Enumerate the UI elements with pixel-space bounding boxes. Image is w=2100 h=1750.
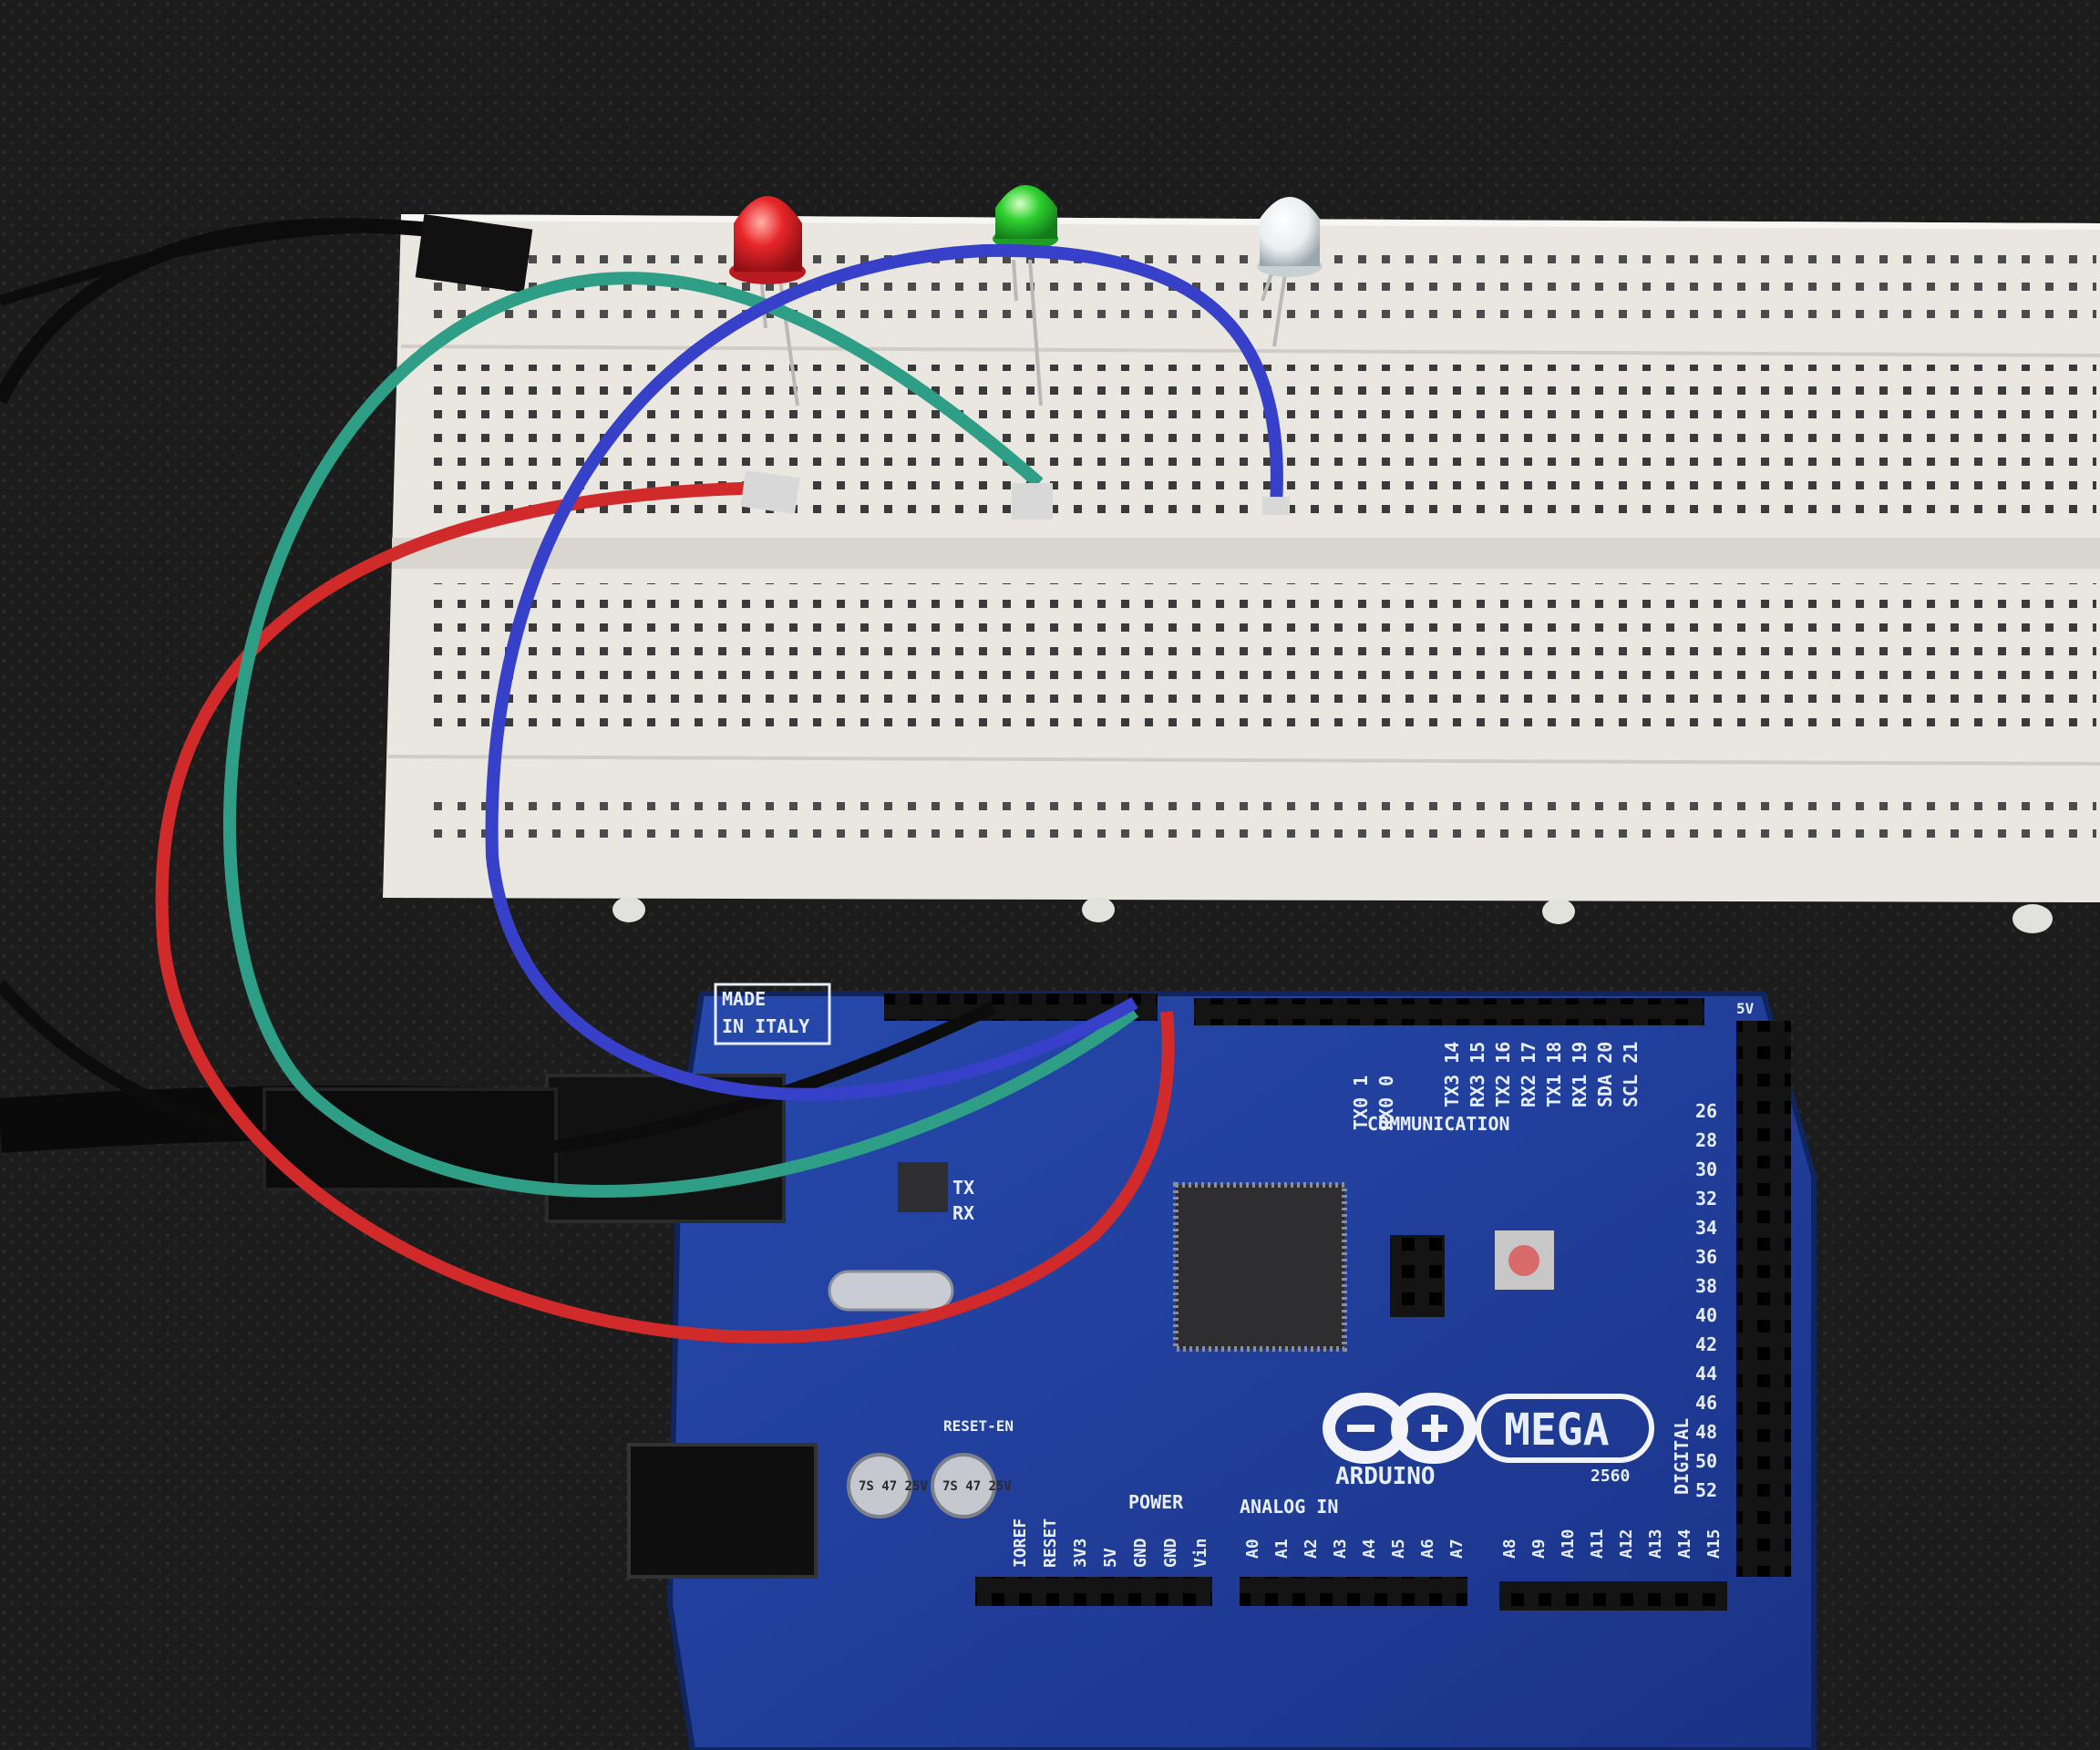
pin-a2: A2: [1302, 1539, 1321, 1559]
usb-interface-chip: [898, 1162, 948, 1212]
pin-a8: A8: [1500, 1539, 1519, 1559]
header-digital-right: [1736, 1021, 1791, 1577]
pin-label-rx2: RX2 17: [1518, 1042, 1539, 1107]
jumper-wires: [0, 213, 1290, 1343]
digital-52: 52: [1695, 1479, 1717, 1501]
pin-reset: RESET: [1041, 1518, 1060, 1568]
pin-label-rx1: RX1 19: [1569, 1042, 1590, 1107]
pin-a1: A1: [1272, 1539, 1292, 1559]
power-pin-labels: IOREF RESET 3V3 5V GND GND Vin: [1011, 1518, 1210, 1568]
digital-48: 48: [1695, 1421, 1717, 1443]
arduino-logo-icon: [1323, 1393, 1477, 1464]
digital-34: 34: [1695, 1217, 1717, 1239]
pin-label-tx1: TX1 18: [1543, 1042, 1565, 1107]
wire-red: [155, 481, 1175, 1343]
wire-green: [223, 272, 1139, 1198]
wire-blue: [485, 243, 1283, 1101]
pin-label-tx2: TX2 16: [1492, 1042, 1514, 1107]
breadboard: [383, 214, 2100, 933]
italy-label: IN ITALY: [722, 1015, 809, 1037]
atmega2560-chip: [1173, 1182, 1347, 1352]
pin-label-rx3: RX3 15: [1467, 1042, 1488, 1107]
pin-label-tx3: TX3 14: [1441, 1042, 1463, 1107]
capacitor-1-text: 7S 47 25V: [859, 1479, 928, 1494]
digital-40: 40: [1695, 1304, 1717, 1326]
pin-a4: A4: [1360, 1539, 1379, 1559]
pin-label-sda: SDA 20: [1594, 1042, 1616, 1107]
capacitor-2: 7S 47 25V: [931, 1453, 1012, 1518]
icsp-header: [1390, 1235, 1445, 1317]
pin-a0: A0: [1243, 1539, 1262, 1559]
reset-en-label: RESET-EN: [943, 1417, 1014, 1435]
pin-a13: A13: [1646, 1529, 1665, 1559]
crystal-oscillator: [828, 1270, 954, 1312]
pin-label-rx0: RX0 0: [1375, 1076, 1397, 1130]
led-white: [1257, 197, 1323, 347]
pin-vin: Vin: [1191, 1538, 1210, 1568]
header-analog-1: [1240, 1577, 1467, 1606]
digital-32: 32: [1695, 1188, 1717, 1210]
mega-model-text: MEGA: [1504, 1405, 1610, 1456]
digital-30: 30: [1695, 1158, 1717, 1180]
pin-a5: A5: [1389, 1539, 1408, 1559]
digital-28: 28: [1695, 1129, 1717, 1151]
digital-42: 42: [1695, 1333, 1717, 1355]
model-number-text: 2560: [1590, 1467, 1630, 1486]
pin-5v-power: 5V: [1101, 1548, 1120, 1568]
pin-a11: A11: [1588, 1529, 1607, 1559]
digital-50: 50: [1695, 1450, 1717, 1472]
pin-a15: A15: [1704, 1529, 1724, 1559]
digital-44: 44: [1695, 1363, 1717, 1385]
capacitor-2-text: 7S 47 25V: [942, 1479, 1012, 1494]
analog-in-label: ANALOG IN: [1240, 1496, 1338, 1518]
led-green: [993, 185, 1058, 407]
pin-label-scl: SCL 21: [1620, 1042, 1642, 1107]
digital-26: 26: [1695, 1100, 1717, 1122]
pin-a7: A7: [1447, 1539, 1467, 1559]
pin-a10: A10: [1559, 1529, 1578, 1559]
pin-label-tx0: TX0 1: [1350, 1076, 1372, 1130]
capacitor-1: 7S 47 25V: [847, 1453, 928, 1518]
power-label: POWER: [1128, 1491, 1184, 1513]
tx-label: TX: [952, 1177, 974, 1199]
pin-3v3: 3V3: [1071, 1538, 1090, 1568]
analog-pin-labels: A0 A1 A2 A3 A4 A5 A6 A7 A8 A9 A10 A11 A1…: [1243, 1529, 1724, 1559]
digital-46: 46: [1695, 1392, 1717, 1414]
header-analog-2: [1499, 1581, 1727, 1611]
header-top-right: [1194, 998, 1704, 1025]
dc-power-jack: [627, 1443, 818, 1579]
communication-label: COMMUNICATION: [1367, 1113, 1510, 1135]
arduino-brand-text: ARDUINO: [1335, 1463, 1436, 1490]
pin-gnd-2: GND: [1161, 1538, 1180, 1568]
pin-label-5v: 5V: [1736, 1000, 1755, 1017]
made-label: MADE: [722, 988, 766, 1010]
pin-a6: A6: [1418, 1539, 1437, 1559]
digital-pin-numbers: 26 28 30 32 34 36 38 40 42 44 46 48 50 5…: [1695, 1100, 1717, 1501]
rx-label: RX: [952, 1202, 974, 1224]
wire-black-2: [0, 221, 438, 306]
arduino-mega-board: MADE IN ITALY TX0 1 RX0 0 TX3 14 RX3 15 …: [545, 983, 1817, 1750]
pin-a12: A12: [1617, 1529, 1636, 1559]
pin-a14: A14: [1675, 1529, 1694, 1559]
pin-a3: A3: [1331, 1539, 1350, 1559]
pin-a9: A9: [1529, 1539, 1549, 1559]
digital-label: DIGITAL: [1671, 1418, 1693, 1495]
pin-gnd-1: GND: [1131, 1538, 1150, 1568]
header-power: [975, 1577, 1212, 1606]
digital-36: 36: [1695, 1246, 1717, 1268]
digital-38: 38: [1695, 1275, 1717, 1297]
pin-ioref: IOREF: [1011, 1518, 1030, 1568]
